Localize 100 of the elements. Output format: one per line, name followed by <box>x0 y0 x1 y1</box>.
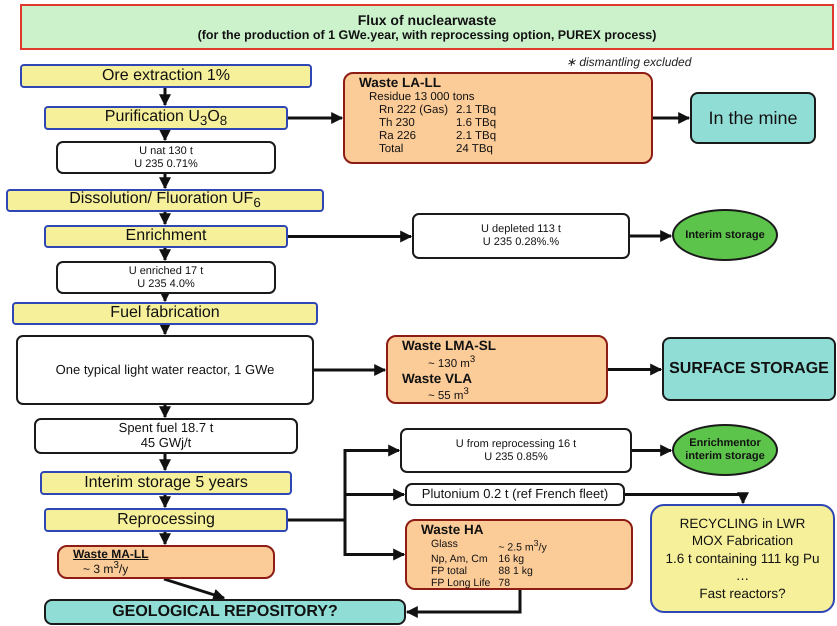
arrow <box>159 174 171 190</box>
table-cell-text: 24 TBq <box>456 143 494 157</box>
data-box <box>412 213 630 259</box>
table-cell: 1.6 TBq <box>456 116 496 130</box>
arrow <box>159 495 171 508</box>
box-label: Plutonium 0.2 t (ref French fleet) <box>422 487 608 502</box>
table-cell-text: Np, Am, Cm <box>431 553 489 566</box>
table-cell: 2.1 TBq <box>456 104 496 117</box>
waste-box <box>405 519 633 590</box>
box-label: Enrichment <box>126 227 206 246</box>
box-label: 45 GWj/t <box>140 436 192 451</box>
table-cell: Rn 222 (Gas) <box>379 104 448 117</box>
box-label: 1.6 t containing 111 kg Pu <box>665 550 820 568</box>
process-box <box>44 106 288 130</box>
table-cell-text: 88 1 kg <box>498 565 534 578</box>
table-cell-text: Glass <box>431 538 459 552</box>
box-label: Fuel fabrication <box>110 304 220 323</box>
data-box <box>16 335 314 405</box>
box-label: RECYCLING in LWR <box>680 514 806 532</box>
table-cell-text: Total <box>379 143 404 157</box>
waste-box <box>343 72 653 164</box>
box-label: Dissolution/ Fluoration UF$_{6}$ <box>69 190 261 211</box>
title-banner <box>20 4 834 50</box>
box-label: Interim storage <box>685 228 765 242</box>
arrow <box>608 364 662 376</box>
box-heading: Waste VLA <box>402 370 472 386</box>
box-label: Waste MA-LL <box>73 548 149 561</box>
arrow <box>159 532 171 546</box>
box-label: Reprocessing <box>117 510 215 530</box>
table-cell-text: FP total <box>431 565 468 578</box>
box-label: U depleted 113 t <box>481 223 561 236</box>
process-box <box>12 302 318 325</box>
process-box <box>44 508 288 532</box>
box-label: ~ 3 m$^{3}$/y <box>82 560 128 576</box>
arrow <box>288 230 412 242</box>
arrow <box>159 454 171 472</box>
box-label: Spent fuel 18.7 t <box>118 421 214 436</box>
table-cell-text: Th 230 <box>379 116 416 130</box>
box-label: ~ 55 m$^{3}$ <box>427 386 469 404</box>
arrow <box>314 364 386 376</box>
arrow <box>159 248 171 262</box>
box-label: … <box>736 567 750 585</box>
arrow <box>159 129 171 142</box>
arrow <box>159 212 171 226</box>
data-box <box>56 261 276 294</box>
arrow <box>406 590 522 618</box>
destination-box <box>690 92 816 144</box>
box-label: U enriched 17 t <box>128 264 204 278</box>
box-heading: Waste LMA-SL <box>402 338 496 354</box>
table-cell-text: Ra 226 <box>379 130 418 144</box>
process-box <box>20 64 312 88</box>
box-label: GEOLOGICAL REPOSITORY? <box>112 602 338 622</box>
box-label: U 235 0.71% <box>134 158 198 170</box>
arrow <box>164 578 226 600</box>
box-label: One typical light water reactor, 1 GWe <box>56 362 274 378</box>
arrow <box>159 405 171 418</box>
process-box <box>44 225 288 248</box>
table-cell: FP Long Life <box>431 577 490 590</box>
box-label: Ore extraction 1% <box>102 66 230 86</box>
arrow <box>653 112 690 124</box>
table-cell-text: 78 <box>498 577 512 590</box>
data-box <box>56 141 276 174</box>
table-cell: ~ 2.5 m$^{3}$/y <box>498 538 547 554</box>
box-label: SURFACE STORAGE <box>669 360 829 378</box>
box-label: MOX Fabrication <box>692 532 794 550</box>
process-box <box>6 189 324 212</box>
box-label: U from reprocessing 16 t <box>456 438 576 450</box>
arrow <box>625 492 749 504</box>
destination-box <box>44 599 406 625</box>
footnote: ∗ dismantling excluded <box>566 55 692 69</box>
arrow <box>159 88 171 106</box>
arrow <box>288 112 344 124</box>
box-label: U nat 130 t <box>139 144 193 158</box>
box-label: ~ 130 m$^{3}$ <box>427 354 476 371</box>
data-box <box>405 483 625 506</box>
arrow <box>632 444 672 456</box>
box-label: In the mine <box>708 108 798 128</box>
box-label: U 235 0.85% <box>484 450 548 464</box>
box-label: U 235 0.28%.% <box>482 236 560 249</box>
destination-box <box>662 337 836 401</box>
box-text: Residue 13 000 tons <box>368 90 474 104</box>
box-heading: Waste LA-LL <box>359 75 441 91</box>
subtitle: (for the production of 1 GWe.year, with reprocessing option, PUREX process) <box>198 28 656 42</box>
data-box <box>400 428 632 473</box>
box-label: Enrichmentor interim storage <box>684 437 766 463</box>
arrow <box>630 230 672 242</box>
box-heading: Waste HA <box>421 522 484 538</box>
box-label: Fast reactors? <box>699 584 786 602</box>
table-cell: 2.1 TBq <box>456 130 496 144</box>
arrow <box>159 323 171 336</box>
box-label: Purification U$_{3}$O$_{8}$ <box>104 108 228 128</box>
box-label: U 235 4.0% <box>137 278 195 290</box>
recycling-box <box>650 504 835 613</box>
title: Flux of nuclearwaste <box>358 12 496 28</box>
data-box <box>34 418 298 454</box>
box-label: Interim storage 5 years <box>84 474 248 492</box>
waste-box <box>57 545 275 579</box>
table-cell-text: 16 kg <box>498 553 526 566</box>
process-box <box>40 471 292 495</box>
waste-box <box>386 335 608 404</box>
